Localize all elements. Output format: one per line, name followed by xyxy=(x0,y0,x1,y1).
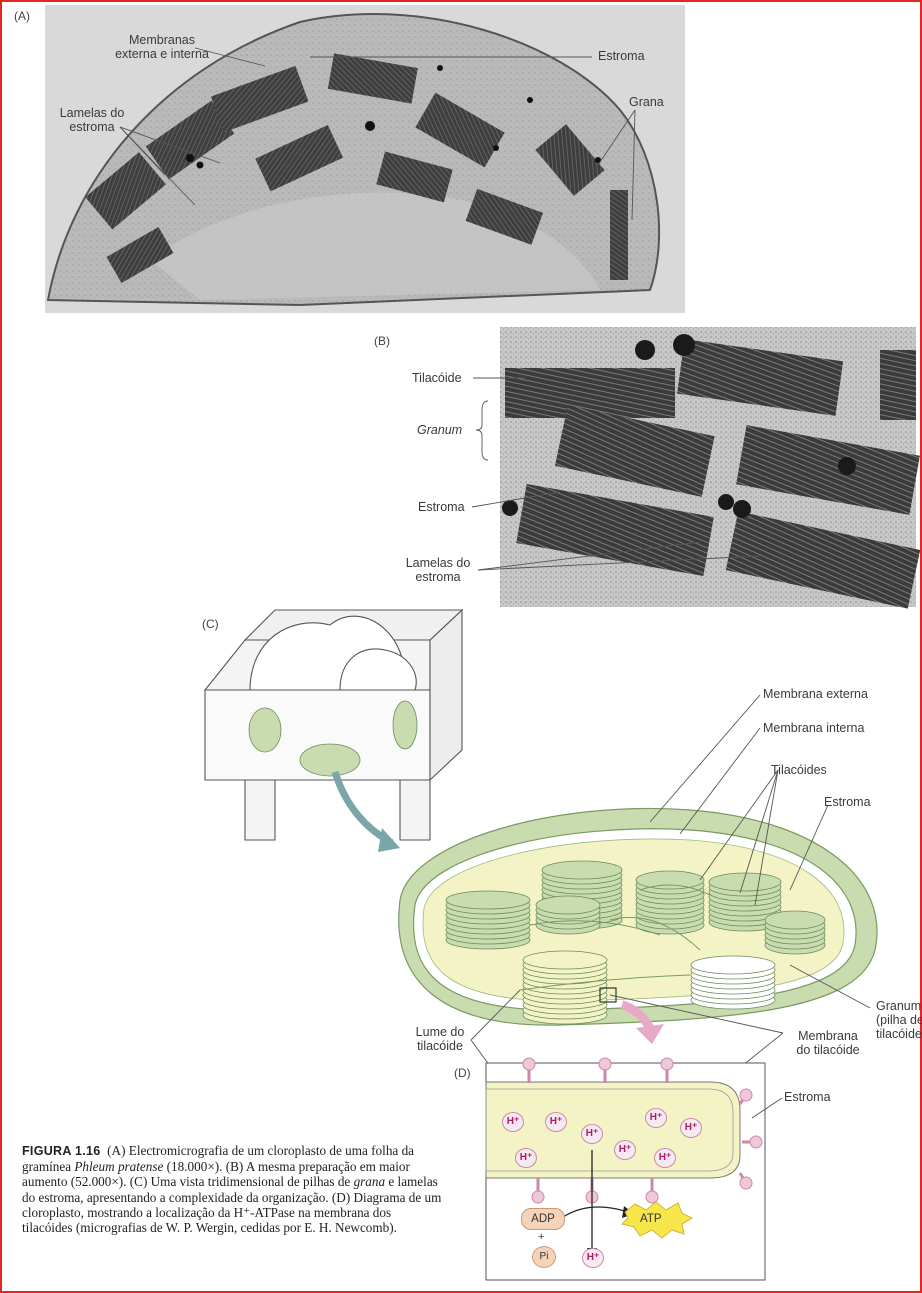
thylakoid-disc xyxy=(765,911,825,929)
proton-badge: H⁺ xyxy=(614,1140,636,1160)
proton-badge: H⁺ xyxy=(582,1248,604,1268)
label-estroma-c: Estroma xyxy=(824,795,871,809)
thylakoid-disc xyxy=(536,896,600,914)
label-membrana-tilacoide-line1: Membrana xyxy=(783,1029,873,1043)
label-estroma-b: Estroma xyxy=(418,500,465,514)
thylakoid-disc xyxy=(523,951,607,969)
panel-d-letter: (D) xyxy=(454,1066,471,1080)
panel-b-letter: (B) xyxy=(374,334,390,348)
atp-synthase-head xyxy=(599,1058,611,1070)
atp-synthase-head xyxy=(523,1058,535,1070)
proton-badge: H⁺ xyxy=(545,1112,567,1132)
label-estroma-a: Estroma xyxy=(598,49,645,63)
label-membrana-externa: Membrana externa xyxy=(763,687,868,701)
label-membranas-line2: externa e interna xyxy=(112,47,212,61)
plus-sign: + xyxy=(538,1230,544,1244)
caption-grana: grana xyxy=(354,1174,386,1189)
label-lamelas-a-line2: estroma xyxy=(52,120,132,134)
adp-badge: ADP xyxy=(521,1208,565,1230)
thylakoid-disc xyxy=(636,871,704,889)
atp-synthase-head xyxy=(532,1191,544,1203)
label-granum-b: Granum xyxy=(417,423,462,437)
label-lamelas-b-line1: Lamelas do xyxy=(398,556,478,570)
label-membranas: Membranas externa e interna xyxy=(112,33,212,61)
label-lamelas-a: Lamelas do estroma xyxy=(52,106,132,134)
figure-caption: FIGURA 1.16 (A) Electromicrografia de um… xyxy=(22,1143,442,1235)
thylakoid-disc xyxy=(542,861,622,879)
atp-synthase-head xyxy=(750,1136,762,1148)
atp-synthase-head xyxy=(740,1177,752,1189)
label-membrana-interna: Membrana interna xyxy=(763,721,864,735)
pi-badge: Pi xyxy=(532,1246,556,1268)
label-tilacoide: Tilacóide xyxy=(412,371,462,385)
label-granum-c-line1: Granum xyxy=(876,999,922,1013)
label-grana: Grana xyxy=(629,95,664,109)
label-membrana-tilacoide-line2: do tilacóide xyxy=(783,1043,873,1057)
label-lume-line2: tilacóide xyxy=(408,1039,472,1053)
atp-synthase-head xyxy=(661,1058,673,1070)
label-membrana-tilacoide: Membrana do tilacóide xyxy=(783,1029,873,1057)
thylakoid-disc xyxy=(691,956,775,974)
figure-label: FIGURA 1.16 xyxy=(22,1144,101,1158)
label-lamelas-b: Lamelas do estroma xyxy=(398,556,478,584)
proton-badge: H⁺ xyxy=(645,1108,667,1128)
label-lume-line1: Lume do xyxy=(408,1025,472,1039)
label-tilacoides: Tilacóides xyxy=(771,763,827,777)
label-membranas-line1: Membranas xyxy=(112,33,212,47)
caption-species: Phleum pratense xyxy=(74,1159,163,1174)
label-lume: Lume do tilacóide xyxy=(408,1025,472,1053)
label-granum-c-line2: (pilha de xyxy=(876,1013,922,1027)
label-granum-c: Granum (pilha de tilacóides) xyxy=(876,999,922,1041)
thylakoid-disc xyxy=(446,891,530,909)
proton-badge: H⁺ xyxy=(581,1124,603,1144)
proton-badge: H⁺ xyxy=(680,1118,702,1138)
proton-badge: H⁺ xyxy=(515,1148,537,1168)
label-granum-c-line3: tilacóides) xyxy=(876,1027,922,1041)
atp-label: ATP xyxy=(640,1212,662,1226)
atp-synthase-head xyxy=(646,1191,658,1203)
proton-badge: H⁺ xyxy=(654,1148,676,1168)
label-lamelas-a-line1: Lamelas do xyxy=(52,106,132,120)
proton-badge: H⁺ xyxy=(502,1112,524,1132)
label-lamelas-b-line2: estroma xyxy=(398,570,478,584)
atp-synthase-head xyxy=(740,1089,752,1101)
panel-c-letter: (C) xyxy=(202,617,219,631)
label-estroma-d: Estroma xyxy=(784,1090,831,1104)
